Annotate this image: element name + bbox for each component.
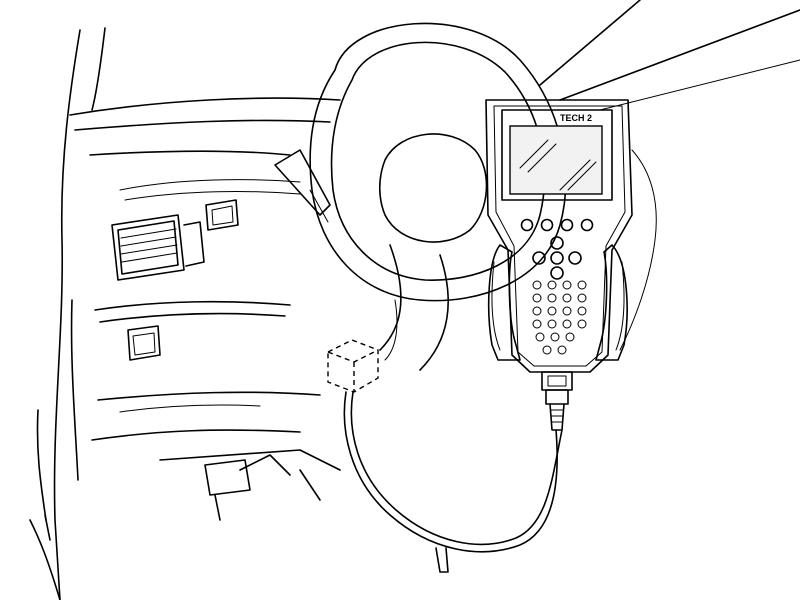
air-vent bbox=[111, 214, 205, 281]
screen-bezel bbox=[501, 109, 613, 201]
right-holster bbox=[595, 244, 628, 361]
display-screen bbox=[509, 125, 603, 195]
dash-switch bbox=[205, 199, 239, 231]
brand-label: TECH 2 bbox=[560, 113, 592, 123]
dashboard-top bbox=[69, 97, 341, 116]
windshield-edge bbox=[539, 0, 641, 86]
dlc-connector bbox=[327, 339, 379, 393]
wiper-stalk bbox=[274, 149, 331, 216]
direction-pad bbox=[532, 236, 582, 280]
scan-tool: TECH 2 bbox=[485, 99, 657, 431]
steering-wheel bbox=[274, 22, 567, 371]
vehicle-interior bbox=[29, 0, 800, 600]
scan-tool-cable bbox=[343, 391, 563, 573]
lower-dash-panel bbox=[94, 300, 291, 311]
left-holster bbox=[487, 244, 521, 361]
keypad bbox=[532, 280, 587, 355]
a-pillar bbox=[53, 29, 81, 600]
scan-tool-body bbox=[485, 99, 633, 373]
floor-pedal bbox=[204, 459, 251, 496]
steering-column bbox=[379, 244, 402, 351]
tool-cable-connector bbox=[541, 371, 573, 431]
function-keys bbox=[520, 218, 594, 232]
